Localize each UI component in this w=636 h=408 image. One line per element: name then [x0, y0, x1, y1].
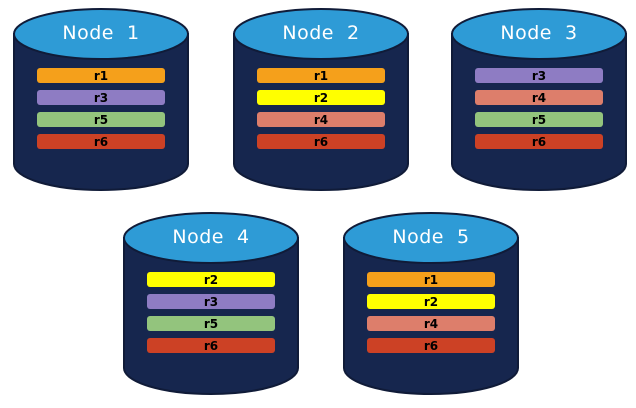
replica-bar-r5[interactable]: r5 — [475, 112, 603, 127]
cylinder-top-ellipse — [123, 212, 299, 264]
replica-bar-r4[interactable]: r4 — [367, 316, 495, 331]
replica-bar-r1[interactable]: r1 — [257, 68, 385, 83]
replica-bar-r4[interactable]: r4 — [475, 90, 603, 105]
replica-bar-r6[interactable]: r6 — [257, 134, 385, 149]
replica-bar-r6[interactable]: r6 — [147, 338, 275, 353]
cylinder-top-ellipse — [451, 8, 627, 60]
replica-bar-r5[interactable]: r5 — [147, 316, 275, 331]
replica-bar-r2[interactable]: r2 — [257, 90, 385, 105]
cylinder-top-ellipse — [343, 212, 519, 264]
replica-bar-r6[interactable]: r6 — [37, 134, 165, 149]
replica-bar-r6[interactable]: r6 — [475, 134, 603, 149]
replica-bar-r1[interactable]: r1 — [37, 68, 165, 83]
cylinder-top-ellipse — [13, 8, 189, 60]
replica-bar-r1[interactable]: r1 — [367, 272, 495, 287]
replica-bar-r4[interactable]: r4 — [257, 112, 385, 127]
replica-bar-r6[interactable]: r6 — [367, 338, 495, 353]
replica-bar-r2[interactable]: r2 — [367, 294, 495, 309]
replica-list: r1 r2 r4 r6 — [367, 272, 495, 353]
replica-list: r3 r4 r5 r6 — [475, 68, 603, 149]
replica-bar-r5[interactable]: r5 — [37, 112, 165, 127]
replica-list: r2 r3 r5 r6 — [147, 272, 275, 353]
replica-bar-r3[interactable]: r3 — [147, 294, 275, 309]
replica-bar-r3[interactable]: r3 — [37, 90, 165, 105]
replica-bar-r3[interactable]: r3 — [475, 68, 603, 83]
replica-list: r1 r2 r4 r6 — [257, 68, 385, 149]
replica-bar-r2[interactable]: r2 — [147, 272, 275, 287]
cylinder-top-ellipse — [233, 8, 409, 60]
replica-list: r1 r3 r5 r6 — [37, 68, 165, 149]
